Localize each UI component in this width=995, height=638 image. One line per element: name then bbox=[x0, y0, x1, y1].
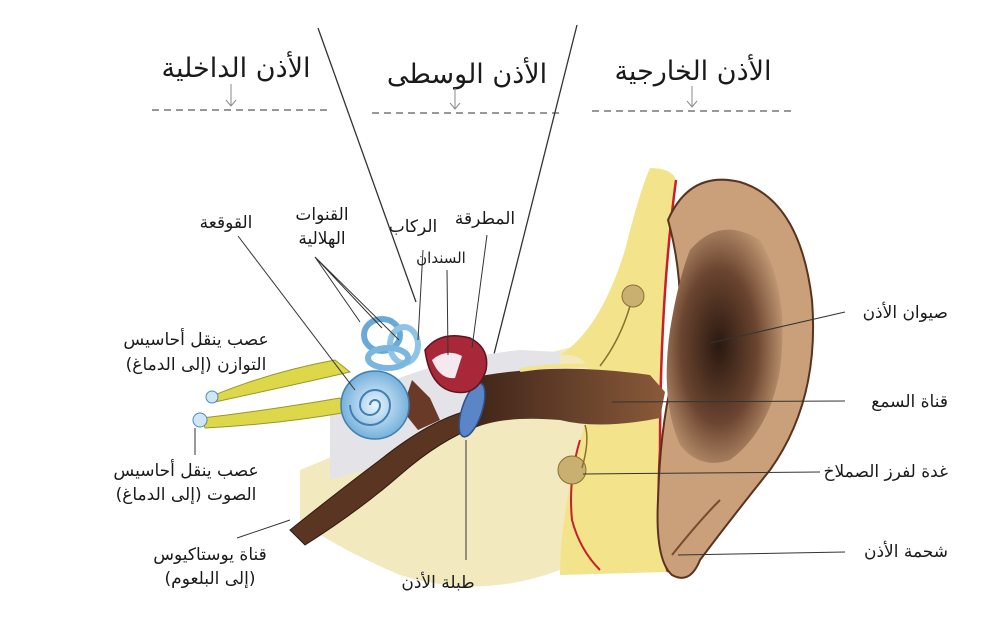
wax-gland-lower-duct bbox=[581, 424, 588, 469]
label-eustachian-line2: (إلى البلعوم) bbox=[165, 569, 256, 589]
label-pinna: صيوان الأذن bbox=[863, 302, 948, 323]
leader-stirrup bbox=[417, 249, 424, 341]
label-sound-nerve-line2: الصوت (إلى الدماغ) bbox=[116, 485, 257, 505]
sound-nerve-end bbox=[192, 412, 208, 428]
label-eardrum: طبلة الأذن bbox=[401, 572, 474, 593]
header-middle-arrow bbox=[449, 88, 461, 110]
semicircular-canal-3 bbox=[365, 345, 411, 371]
label-anvil: السندان bbox=[416, 249, 466, 267]
label-balance-nerve-line2: التوازن (إلى الدماغ) bbox=[126, 355, 267, 375]
header-middle-ear: الأذن الوسطى bbox=[387, 56, 547, 90]
header-outer-ear: الأذن الخارجية bbox=[614, 53, 771, 87]
section-header-outer: الأذن الخارجية bbox=[592, 53, 795, 112]
leader-ear-canal bbox=[611, 400, 846, 403]
header-outer-arrow bbox=[686, 86, 698, 108]
eardrum-shape bbox=[458, 382, 486, 438]
leader-pinna bbox=[709, 311, 846, 344]
cochlea-spiral bbox=[349, 389, 392, 426]
balance-nerve bbox=[211, 359, 352, 403]
ear-canal bbox=[470, 368, 665, 430]
pinna-concha bbox=[666, 229, 783, 463]
leader-lines bbox=[194, 234, 846, 560]
canal-skin-highlight bbox=[519, 363, 621, 372]
sound-nerve bbox=[201, 397, 349, 429]
leader-cochlea bbox=[237, 235, 356, 391]
leader-lobe bbox=[677, 551, 846, 556]
wax-gland-upper-duct bbox=[599, 305, 631, 367]
label-semicircular-line2: الهلالية bbox=[298, 229, 345, 249]
label-balance-nerve-line1: عصب ينقل أحاسيس bbox=[123, 328, 268, 350]
label-stirrup: الركاب bbox=[389, 217, 438, 237]
balance-nerve-end bbox=[205, 390, 219, 404]
label-sound-nerve-line1: عصب ينقل أحاسيس bbox=[113, 459, 258, 481]
label-eustachian-line1: قناة يوستاكيوس bbox=[153, 545, 267, 565]
pinna-fold bbox=[671, 499, 721, 556]
header-inner-arrow bbox=[225, 84, 237, 107]
label-semicircular-line1: القنوات bbox=[295, 205, 348, 225]
label-hammer: المطرقة bbox=[455, 209, 515, 229]
wax-gland-lower bbox=[557, 455, 587, 485]
divider-inner-middle bbox=[317, 27, 417, 303]
leader-semicircular bbox=[314, 256, 400, 341]
section-header-middle: الأذن الوسطى bbox=[372, 56, 563, 114]
divider-middle-outer bbox=[489, 24, 578, 371]
leader-wax-gland bbox=[582, 471, 821, 475]
ossicle-highlight bbox=[432, 352, 462, 379]
section-header-inner: الأذن الداخلية bbox=[152, 50, 328, 111]
label-cochlea: القوقعة bbox=[200, 213, 253, 233]
header-inner-ear: الأذن الداخلية bbox=[162, 50, 311, 84]
label-ear-canal: قناة السمع bbox=[871, 392, 948, 412]
label-lobe: شحمة الأذن bbox=[864, 541, 948, 562]
middle-ear-cavity bbox=[402, 380, 440, 430]
label-wax-gland: غدة لفرز الصملاخ bbox=[824, 462, 949, 482]
leader-anvil bbox=[446, 269, 449, 356]
wax-gland-upper bbox=[621, 284, 645, 308]
ear-illustration bbox=[192, 168, 815, 587]
leader-hammer bbox=[471, 234, 488, 349]
leader-eustachian bbox=[236, 519, 291, 539]
cochlea-shape bbox=[340, 370, 410, 440]
